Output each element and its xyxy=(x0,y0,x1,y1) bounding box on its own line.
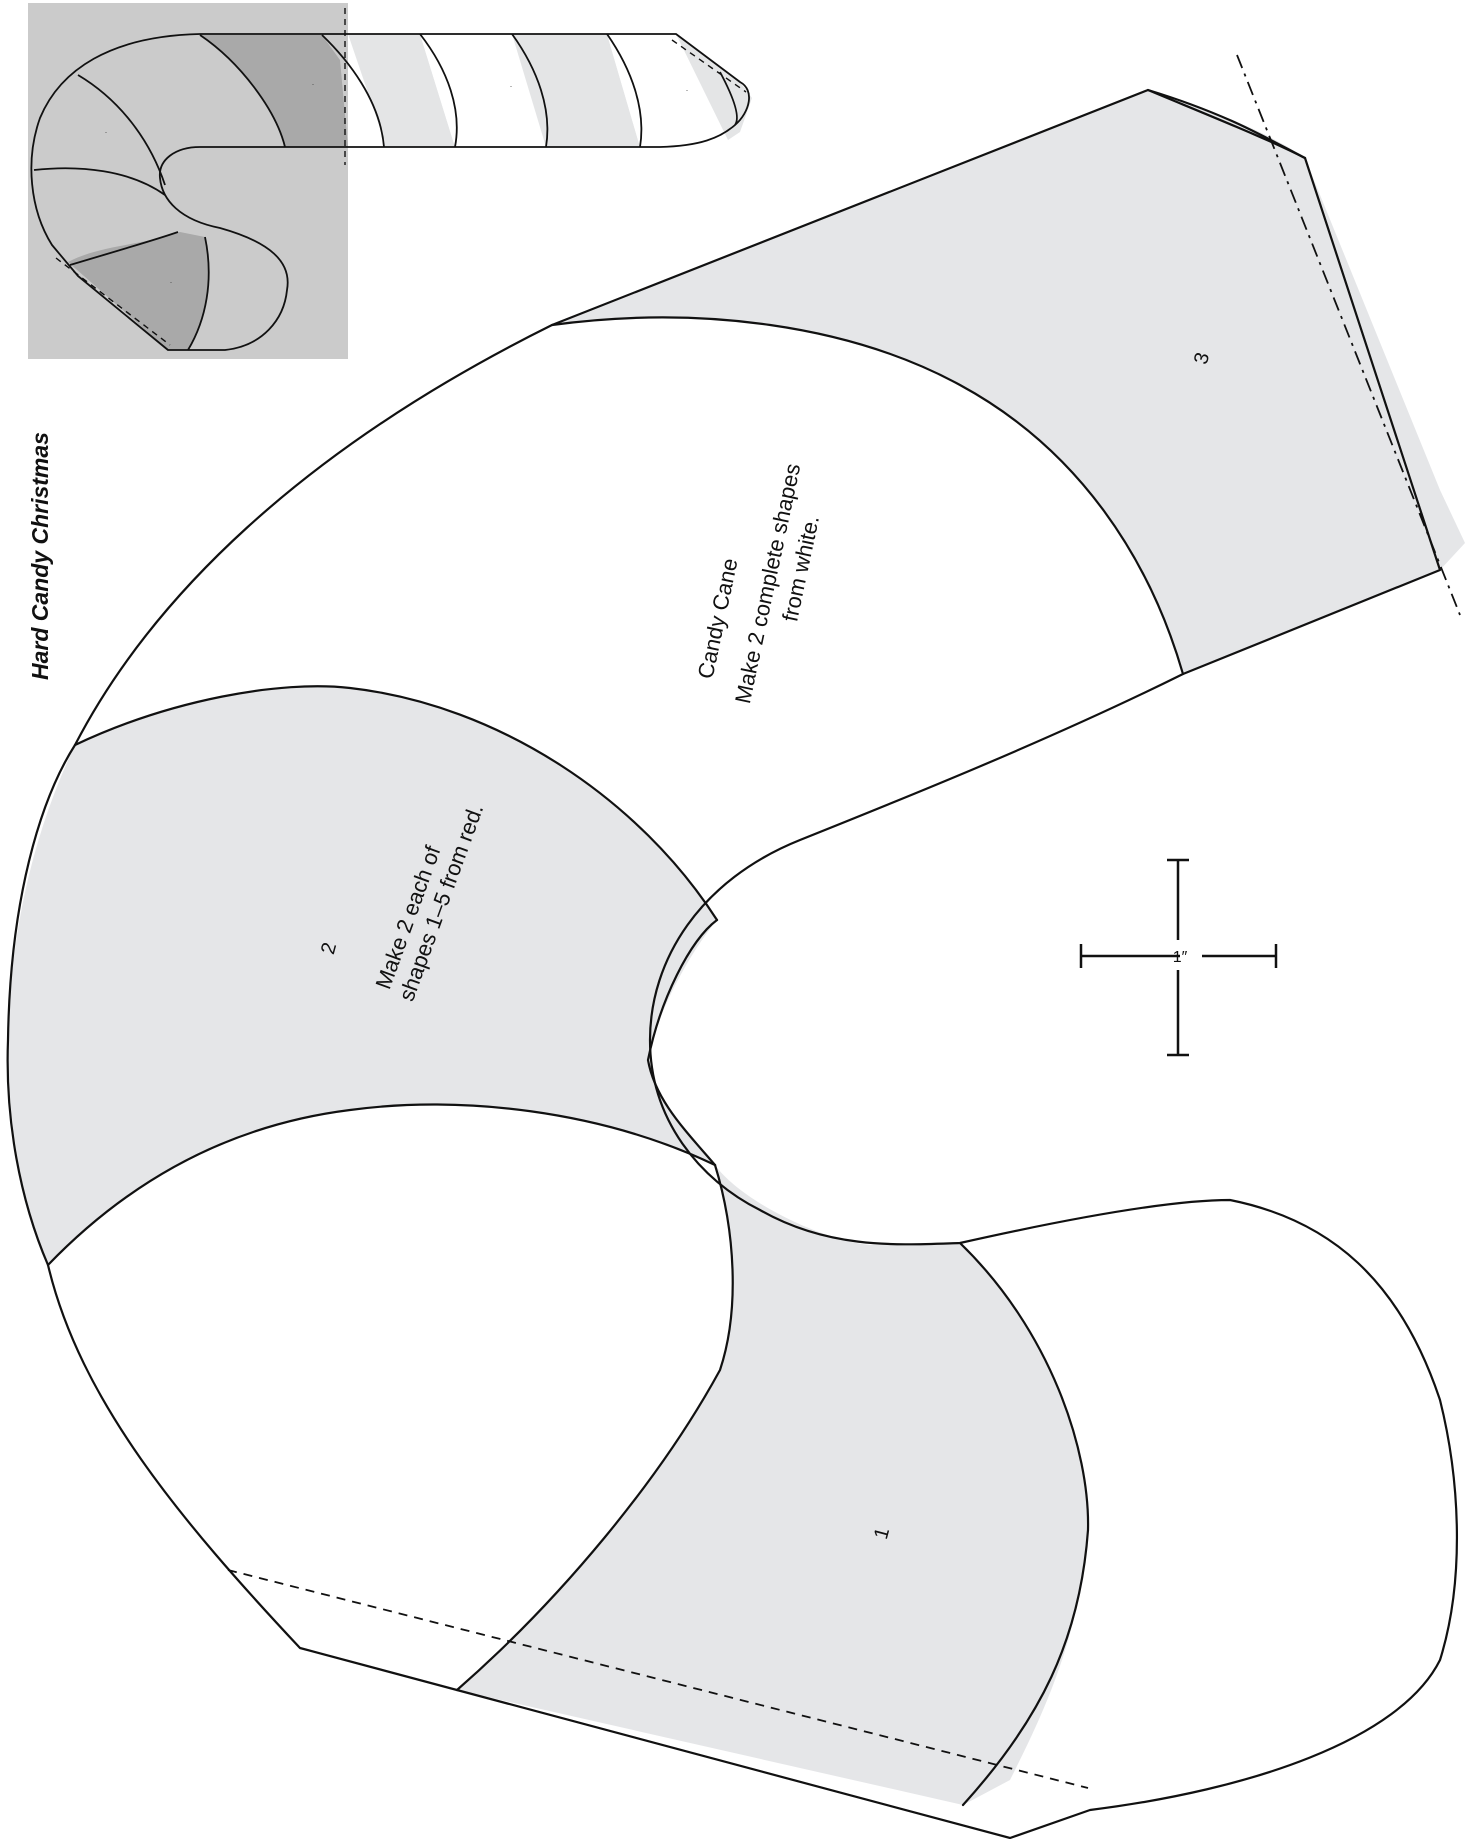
thumbnail-piece-marker: - xyxy=(312,82,314,88)
thumbnail-seam xyxy=(77,74,166,186)
thumbnail-shaded-piece xyxy=(68,232,209,350)
thumbnail-stripe xyxy=(607,34,728,147)
main-candy-cane: Candy Cane Make 2 complete shapes from w… xyxy=(6,54,1465,1839)
thumbnail-stripe xyxy=(676,34,752,140)
placement-dashed-line xyxy=(227,1569,1089,1789)
seam-line xyxy=(646,918,719,1167)
thumbnail-seam xyxy=(33,167,166,196)
thumbnail-seam xyxy=(419,33,458,148)
pattern-name: Candy Cane xyxy=(693,556,743,681)
seam-line xyxy=(455,1163,734,1692)
thumbnail-shaded-piece xyxy=(200,35,348,147)
pattern-piece-2 xyxy=(8,686,717,1265)
piece-label-1: 1 xyxy=(870,1525,894,1541)
thumbnail-seam xyxy=(321,34,385,148)
document-title: Hard Candy Christmas xyxy=(27,432,53,680)
seam-line xyxy=(550,316,1185,676)
thumbnail-stripe xyxy=(420,34,546,147)
seam-line xyxy=(1146,88,1307,160)
thumbnail-cane-outline xyxy=(30,33,750,351)
thumbnail-piece-marker: - xyxy=(510,84,512,90)
pattern-piece-1 xyxy=(457,1165,1089,1805)
thumbnail-piece-marker: - xyxy=(686,88,688,94)
pattern-piece-3 xyxy=(552,90,1465,674)
thumbnail-seam xyxy=(187,236,210,351)
thumbnail-stripe xyxy=(512,34,640,147)
thumbnail-seam xyxy=(511,33,549,148)
thumbnail-piece-marker: - xyxy=(105,130,107,136)
cane-outline xyxy=(6,88,1459,1839)
thumbnail-stripe xyxy=(348,34,455,147)
seam-line xyxy=(46,1103,717,1267)
piece-label-2: 2 xyxy=(317,940,341,956)
cut-dashdot-line xyxy=(1236,54,1461,616)
thumbnail-seam xyxy=(199,34,286,148)
thumbnail-dashed-line xyxy=(55,257,171,346)
seam-line xyxy=(73,685,719,922)
scale-label: 1″ xyxy=(1173,949,1188,966)
seam-line xyxy=(958,1241,1090,1807)
thumbnail-piece-marker: - xyxy=(170,280,172,286)
thumbnail-seam xyxy=(606,33,643,148)
thumbnail-seam xyxy=(69,231,179,266)
thumbnail-seam xyxy=(719,71,738,126)
thumbnail-preview: - - - - - xyxy=(28,3,752,359)
piece-label-3: 3 xyxy=(1190,350,1214,366)
scale-ruler: 1″ xyxy=(1079,858,1278,1057)
thumbnail-dashed-line xyxy=(671,39,747,93)
